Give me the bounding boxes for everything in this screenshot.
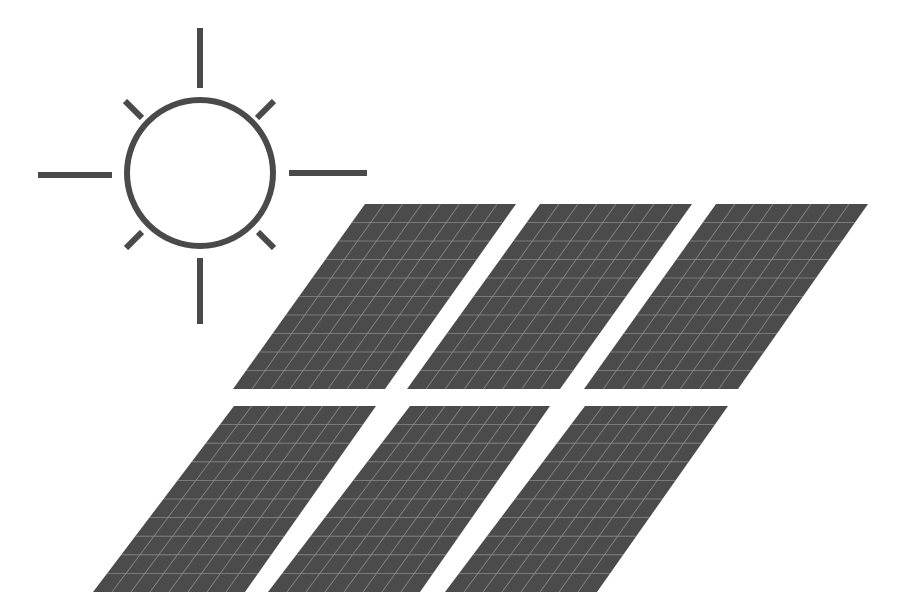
solar-panel-icon xyxy=(584,203,868,390)
sun-ray-bottom-right xyxy=(255,229,277,251)
solar-panel-icon xyxy=(407,203,692,390)
solar-panel-array xyxy=(93,203,868,593)
solar-panel-icon xyxy=(268,405,550,593)
sun-ray-top-left xyxy=(122,98,145,121)
sun-disc xyxy=(124,97,276,249)
sun-ray-top-right xyxy=(254,98,277,121)
solar-panel-icon xyxy=(445,405,728,593)
solar-panel-icon xyxy=(233,203,516,390)
sun-ray-bottom-left xyxy=(123,229,145,251)
solar-panel-icon xyxy=(93,405,376,593)
sun-icon xyxy=(38,28,367,324)
